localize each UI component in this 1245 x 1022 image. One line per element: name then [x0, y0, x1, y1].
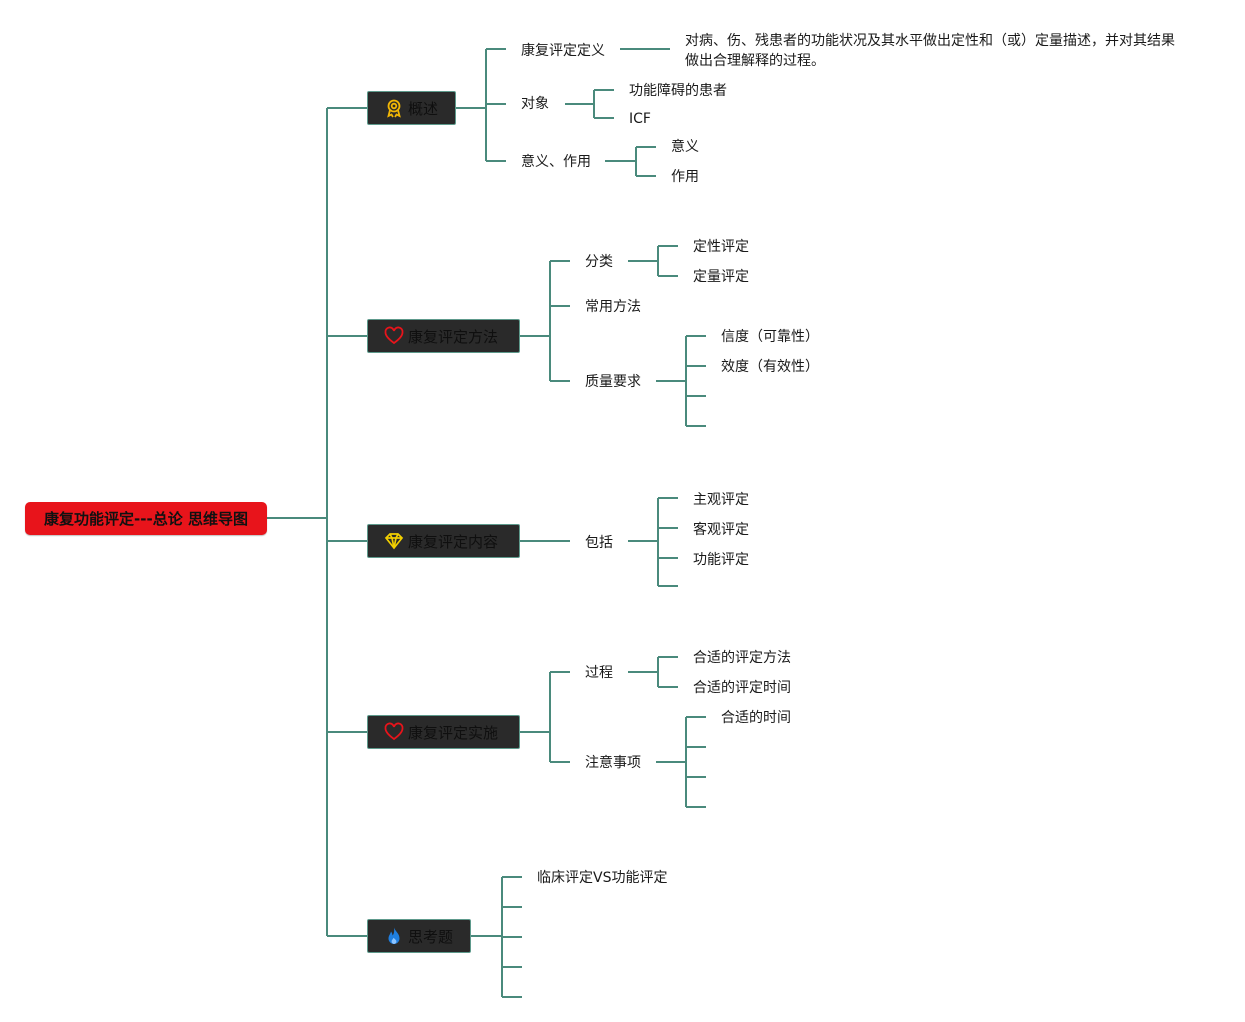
leaf-objective[interactable]: 客观评定 [693, 522, 749, 538]
leaf-clinical-vs-functional[interactable]: 临床评定VS功能评定 [537, 870, 668, 886]
leaf-reliability[interactable]: 信度（可靠性） [721, 329, 819, 345]
topic-precautions[interactable]: 注意事项 [585, 755, 641, 771]
leaf-function[interactable]: 作用 [671, 169, 699, 185]
diamond-icon [384, 531, 404, 551]
topic-common-methods[interactable]: 常用方法 [585, 299, 641, 315]
branch-node-overview[interactable]: 概述 [367, 91, 456, 125]
root-label: 康复功能评定---总论 思维导图 [44, 510, 248, 528]
leaf-target-icf[interactable]: ICF [629, 111, 651, 127]
leaf-suitable-timing[interactable]: 合适的评定时间 [693, 680, 791, 696]
leaf-validity[interactable]: 效度（有效性） [721, 359, 819, 375]
root-node[interactable]: 康复功能评定---总论 思维导图 [25, 502, 267, 535]
heart-icon [384, 326, 404, 346]
ribbon-award-icon [384, 98, 404, 118]
branch-node-implementation[interactable]: 康复评定实施 [367, 715, 520, 749]
branch-label: 康复评定方法 [408, 327, 499, 346]
leaf-quantitative[interactable]: 定量评定 [693, 269, 749, 285]
leaf-target-patients[interactable]: 功能障碍的患者 [629, 83, 727, 99]
leaf-functional[interactable]: 功能评定 [693, 552, 749, 568]
branch-label: 概述 [408, 99, 439, 118]
leaf-meaning[interactable]: 意义 [671, 139, 699, 155]
topic-includes[interactable]: 包括 [585, 535, 613, 551]
leaf-qualitative[interactable]: 定性评定 [693, 239, 749, 255]
branch-node-methods[interactable]: 康复评定方法 [367, 319, 520, 353]
definition-text[interactable]: 对病、伤、残患者的功能状况及其水平做出定性和（或）定量描述，并对其结果做出合理解… [685, 33, 1175, 69]
topic-significance[interactable]: 意义、作用 [521, 154, 591, 170]
leaf-suitable-method[interactable]: 合适的评定方法 [693, 650, 791, 666]
topic-classification[interactable]: 分类 [585, 254, 613, 270]
heart-icon [384, 722, 404, 742]
branch-node-questions[interactable]: 思考题 [367, 919, 471, 953]
topic-quality[interactable]: 质量要求 [585, 374, 641, 390]
leaf-subjective[interactable]: 主观评定 [693, 492, 749, 508]
leaf-suitable-time[interactable]: 合适的时间 [721, 710, 791, 726]
branch-label: 康复评定实施 [408, 723, 499, 742]
branch-label: 思考题 [408, 927, 454, 946]
topic-process[interactable]: 过程 [585, 665, 613, 681]
topic-definition[interactable]: 康复评定定义 [521, 43, 605, 59]
flame-icon [384, 926, 404, 946]
branch-label: 康复评定内容 [408, 532, 499, 551]
branch-node-content[interactable]: 康复评定内容 [367, 524, 520, 558]
topic-target[interactable]: 对象 [521, 96, 549, 112]
